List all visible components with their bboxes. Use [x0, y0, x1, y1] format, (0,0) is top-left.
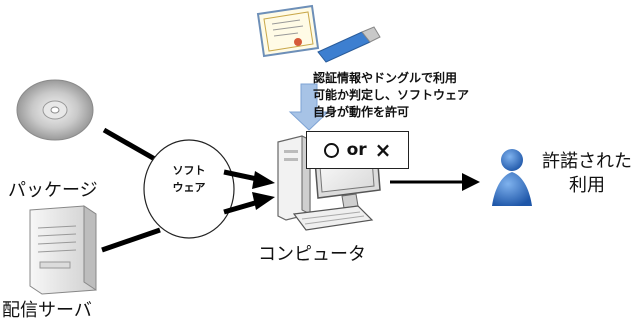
server-to-software-line — [101, 227, 161, 253]
user-label-line: 利用 — [569, 175, 605, 196]
software-to-computer-arrow-lower — [223, 192, 275, 215]
cross-mark: × — [374, 138, 392, 162]
decision-box: or × — [306, 131, 409, 169]
user-label-line: 許諾された — [542, 151, 632, 172]
computer-to-user-arrow — [390, 173, 480, 191]
software-ellipse — [143, 139, 235, 239]
user-icon — [492, 149, 532, 206]
user-label: 許諾された 利用 — [534, 150, 640, 198]
certificate-icon — [256, 4, 320, 58]
or-text: or — [346, 140, 367, 160]
note-line: 自身が動作を許可 — [313, 105, 410, 119]
server-label: 配信サーバ — [2, 300, 92, 321]
software-label: ソフト ウェア — [146, 162, 232, 196]
package-to-software-line — [102, 127, 162, 165]
computer-label: コンピュータ — [258, 244, 366, 265]
note-line: 可能か判定し、ソフトウェア — [313, 88, 470, 102]
verification-note: 認証情報やドングルで利用 可能か判定し、ソフトウェア 自身が動作を許可 — [313, 70, 469, 121]
software-label-line: ウェア — [172, 181, 206, 194]
server-icon — [29, 205, 97, 295]
down-arrow — [288, 83, 330, 131]
cd-icon — [16, 79, 94, 141]
software-to-computer-arrow-upper — [223, 169, 275, 189]
note-line: 認証情報やドングルで利用 — [313, 71, 458, 85]
circle-icon — [323, 142, 339, 158]
package-label: パッケージ — [8, 180, 98, 201]
usb-dongle-icon — [317, 26, 381, 63]
software-label-line: ソフト — [172, 164, 206, 177]
